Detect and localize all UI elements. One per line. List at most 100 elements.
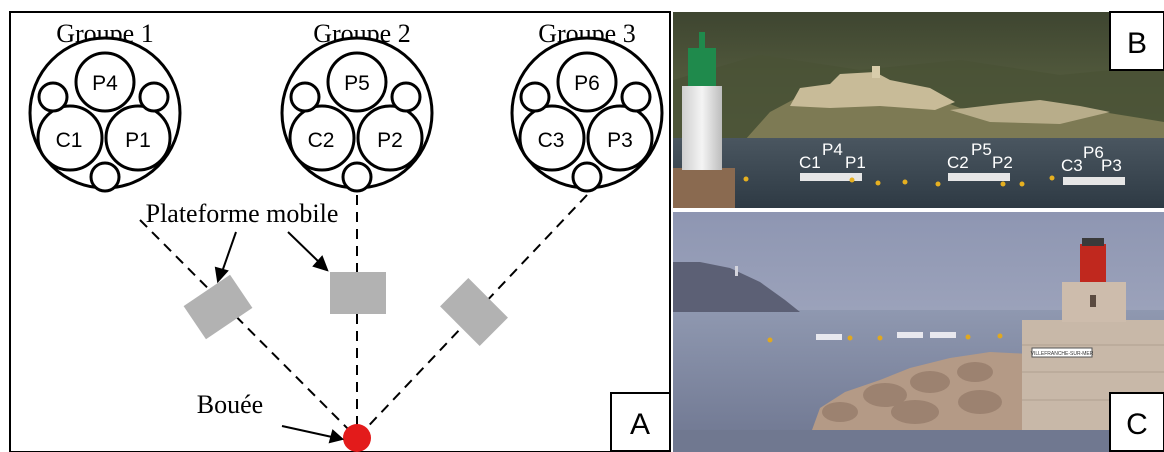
group-3-left-circle — [518, 104, 586, 172]
arrow-to-platform-2-head — [312, 255, 329, 272]
group-2-top-label: P5 — [344, 72, 370, 95]
panel-b-tower-top — [872, 66, 880, 78]
platform-2 — [330, 272, 386, 314]
group-3-right-circle — [586, 104, 654, 172]
group-3-small-circle-top-left — [519, 81, 551, 113]
group-2-left-label: C2 — [308, 129, 335, 152]
group-2-small-circle-top-right — [390, 81, 422, 113]
group-3-small-circle-bottom — [571, 161, 603, 193]
group-1-small-circle-top-right — [138, 81, 170, 113]
panel-c-lighthouse-lamp — [1080, 244, 1106, 282]
panel-c-platform-2 — [897, 332, 923, 338]
group-1-left-circle — [36, 104, 104, 172]
group-1-small-circle-bottom — [89, 161, 121, 193]
panel-c-platform-1 — [816, 334, 842, 340]
panel-b-label-c1: C1 — [799, 153, 821, 172]
panel-b-buoy — [1019, 181, 1025, 187]
panel-b-buoy — [935, 181, 941, 187]
panel-b-citadel — [790, 72, 955, 110]
panel-c-rock — [891, 400, 939, 424]
group-1-top-circle — [74, 51, 136, 113]
panel-b-sea — [673, 138, 1164, 208]
buoy-arrow-line — [281, 425, 333, 438]
panel-c-buoy — [877, 335, 883, 341]
dashed-line-1 — [139, 219, 358, 439]
panel-b-label-p6: P6 — [1083, 143, 1104, 162]
panel-b-label-p3: P3 — [1101, 156, 1122, 175]
panel-b-lighthouse-tower — [682, 86, 722, 170]
group-2-left-circle — [288, 104, 356, 172]
panel-b-lighthouse-mast — [699, 32, 705, 50]
panel-c-rock-details — [822, 362, 1002, 424]
group-2-right-label: P2 — [377, 129, 403, 152]
panel-b-buoy — [902, 179, 908, 185]
panel-b-buoy — [1000, 181, 1006, 187]
group-2-small-circle-bottom — [341, 161, 373, 193]
group-1-right-label: P1 — [125, 129, 151, 152]
panel-a: Groupe 1 Groupe 2 Groupe 3 P4 C1 P1 — [9, 11, 671, 452]
group-1-left-label: C1 — [56, 129, 83, 152]
panel-b-label-c2: C2 — [947, 153, 969, 172]
group-1-diagram — [28, 36, 182, 193]
panel-c-rock — [863, 383, 907, 407]
panel-c-buoy — [997, 333, 1003, 339]
buoy — [343, 424, 371, 452]
panel-c-buoy — [847, 335, 853, 341]
panel-c-foreground-water — [673, 430, 1164, 452]
group-1-right-circle — [104, 104, 172, 172]
panel-b-label-c3: C3 — [1061, 156, 1083, 175]
panel-b-letter-box — [1109, 11, 1164, 71]
group-1-top-label: P4 — [92, 72, 118, 95]
buoy-arrow — [281, 425, 345, 444]
platform-3 — [440, 278, 508, 346]
panel-a-letter: A — [630, 408, 650, 441]
panel-c-harbour-sign — [1031, 347, 1093, 358]
arrow-to-platform-1-head — [214, 266, 229, 284]
panel-b-label-p5: P5 — [971, 140, 992, 159]
panel-c-headland — [673, 262, 800, 312]
panel-b-labels: C1 P4 P1 C2 P5 P2 C3 P6 P3 — [799, 140, 1122, 175]
group-3-top-circle — [556, 51, 618, 113]
group-3-left-label: C3 — [538, 129, 565, 152]
panel-b-letter: B — [1127, 27, 1147, 60]
arrow-to-platform-1-line — [221, 231, 237, 273]
panel-a-letter-box — [610, 392, 671, 452]
arrow-to-platform-2-line — [287, 231, 321, 264]
panel-c-buoy — [767, 337, 773, 343]
group-3-small-circle-top-right — [620, 81, 652, 113]
panel-b-lighthouse-lamp — [688, 48, 716, 86]
group-2-top-circle — [326, 51, 388, 113]
panel-c-lighthouse-cap — [1082, 238, 1104, 246]
panel-c-letter: C — [1126, 408, 1148, 441]
panel-c-rock — [910, 371, 950, 393]
panel-b-lighthouse-base — [673, 168, 735, 208]
panel-c-letter-box — [1109, 392, 1164, 452]
panel-b-buoy — [875, 180, 881, 186]
buoy-label: Bouée — [197, 390, 263, 419]
dashed-lines — [139, 194, 588, 439]
buoy-arrow-head — [328, 429, 345, 444]
platform-arrows — [214, 231, 329, 284]
panel-b-platform-3 — [1063, 177, 1125, 185]
panel-b-label-p2: P2 — [992, 153, 1013, 172]
panel-b-buoys — [743, 175, 1055, 187]
group-3-top-label: P6 — [574, 72, 600, 95]
group-2-diagram — [280, 36, 434, 193]
group-3-diagram — [510, 36, 664, 193]
panel-b-buoy — [849, 177, 855, 183]
panel-b-platform-2 — [948, 173, 1010, 181]
panel-c-platform-3 — [930, 332, 956, 338]
panel-c-lighthouse-window — [1090, 295, 1096, 307]
panel-c-rock — [957, 362, 993, 382]
panel-c-sign-text: VILLEFRANCHE-SUR-MER — [1031, 351, 1094, 357]
panel-c-buoy — [965, 334, 971, 340]
panel-c-rock — [958, 390, 1002, 414]
group-1-small-circle-top-left — [37, 81, 69, 113]
group-2-small-circle-top-left — [289, 81, 321, 113]
platform-label: Plateforme mobile — [146, 199, 339, 228]
panel-c-photo: VILLEFRANCHE-SUR-MER C — [673, 212, 1164, 452]
panel-b-label-p1: P1 — [845, 153, 866, 172]
panel-b-platform-1 — [800, 173, 862, 181]
panel-c-rock — [822, 402, 858, 422]
